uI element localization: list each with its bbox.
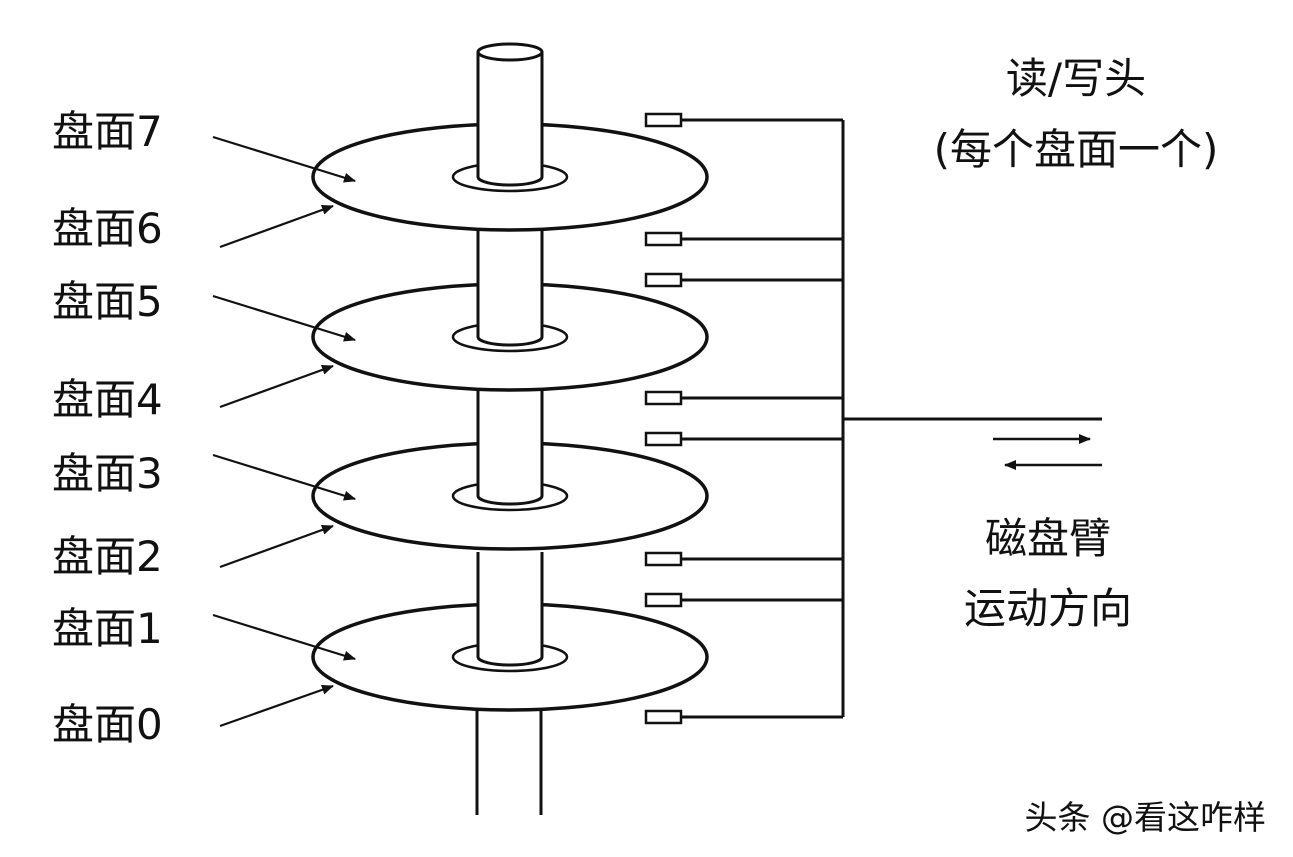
disk-arm xyxy=(681,118,1102,719)
surface-arrow-3 xyxy=(212,453,356,501)
arm-motion-arrows xyxy=(993,434,1102,470)
surface-label-4: 盘面4 xyxy=(52,375,163,424)
surface-arrow-1 xyxy=(212,613,356,661)
surface-label-3: 盘面3 xyxy=(52,449,163,498)
read-write-head xyxy=(644,272,683,288)
read-write-head xyxy=(644,390,683,406)
arm-label-direction: 运动方向 xyxy=(964,584,1132,633)
surface-arrow-6 xyxy=(219,204,334,249)
surface-arrow-2 xyxy=(219,524,334,569)
head-label: 读/写头 xyxy=(1006,54,1146,103)
platter-3 xyxy=(311,52,709,232)
platter-1 xyxy=(311,390,709,551)
spindle-base xyxy=(475,700,543,815)
surface-arrow-0 xyxy=(219,684,334,728)
surface-label-6: 盘面6 xyxy=(52,204,163,253)
surface-labels: 盘面7 盘面6 盘面5 盘面4 盘面3 盘面2 盘面1 盘面0 xyxy=(52,107,163,749)
read-write-head xyxy=(644,431,683,447)
surface-label-0: 盘面0 xyxy=(52,700,163,749)
watermark: 头条 @看这咋样 xyxy=(1025,798,1267,837)
arm-label: 磁盘臂 xyxy=(985,514,1111,563)
read-write-head xyxy=(644,709,683,725)
read-write-head xyxy=(644,592,683,608)
spindle-top xyxy=(476,42,544,62)
surface-pointer-arrows xyxy=(212,135,356,728)
platter-2 xyxy=(311,230,709,392)
read-write-heads xyxy=(644,112,683,725)
surface-label-7: 盘面7 xyxy=(52,107,163,156)
read-write-head xyxy=(644,231,683,247)
read-write-head xyxy=(644,551,683,567)
head-label-note: (每个盘面一个) xyxy=(934,125,1219,174)
surface-label-5: 盘面5 xyxy=(52,277,163,326)
surface-arrow-5 xyxy=(212,294,356,342)
read-write-head xyxy=(644,112,683,128)
platter-0 xyxy=(311,552,709,712)
surface-arrow-7 xyxy=(212,135,356,183)
surface-label-2: 盘面2 xyxy=(52,532,163,581)
surface-label-1: 盘面1 xyxy=(52,604,163,653)
surface-arrow-4 xyxy=(219,364,334,409)
